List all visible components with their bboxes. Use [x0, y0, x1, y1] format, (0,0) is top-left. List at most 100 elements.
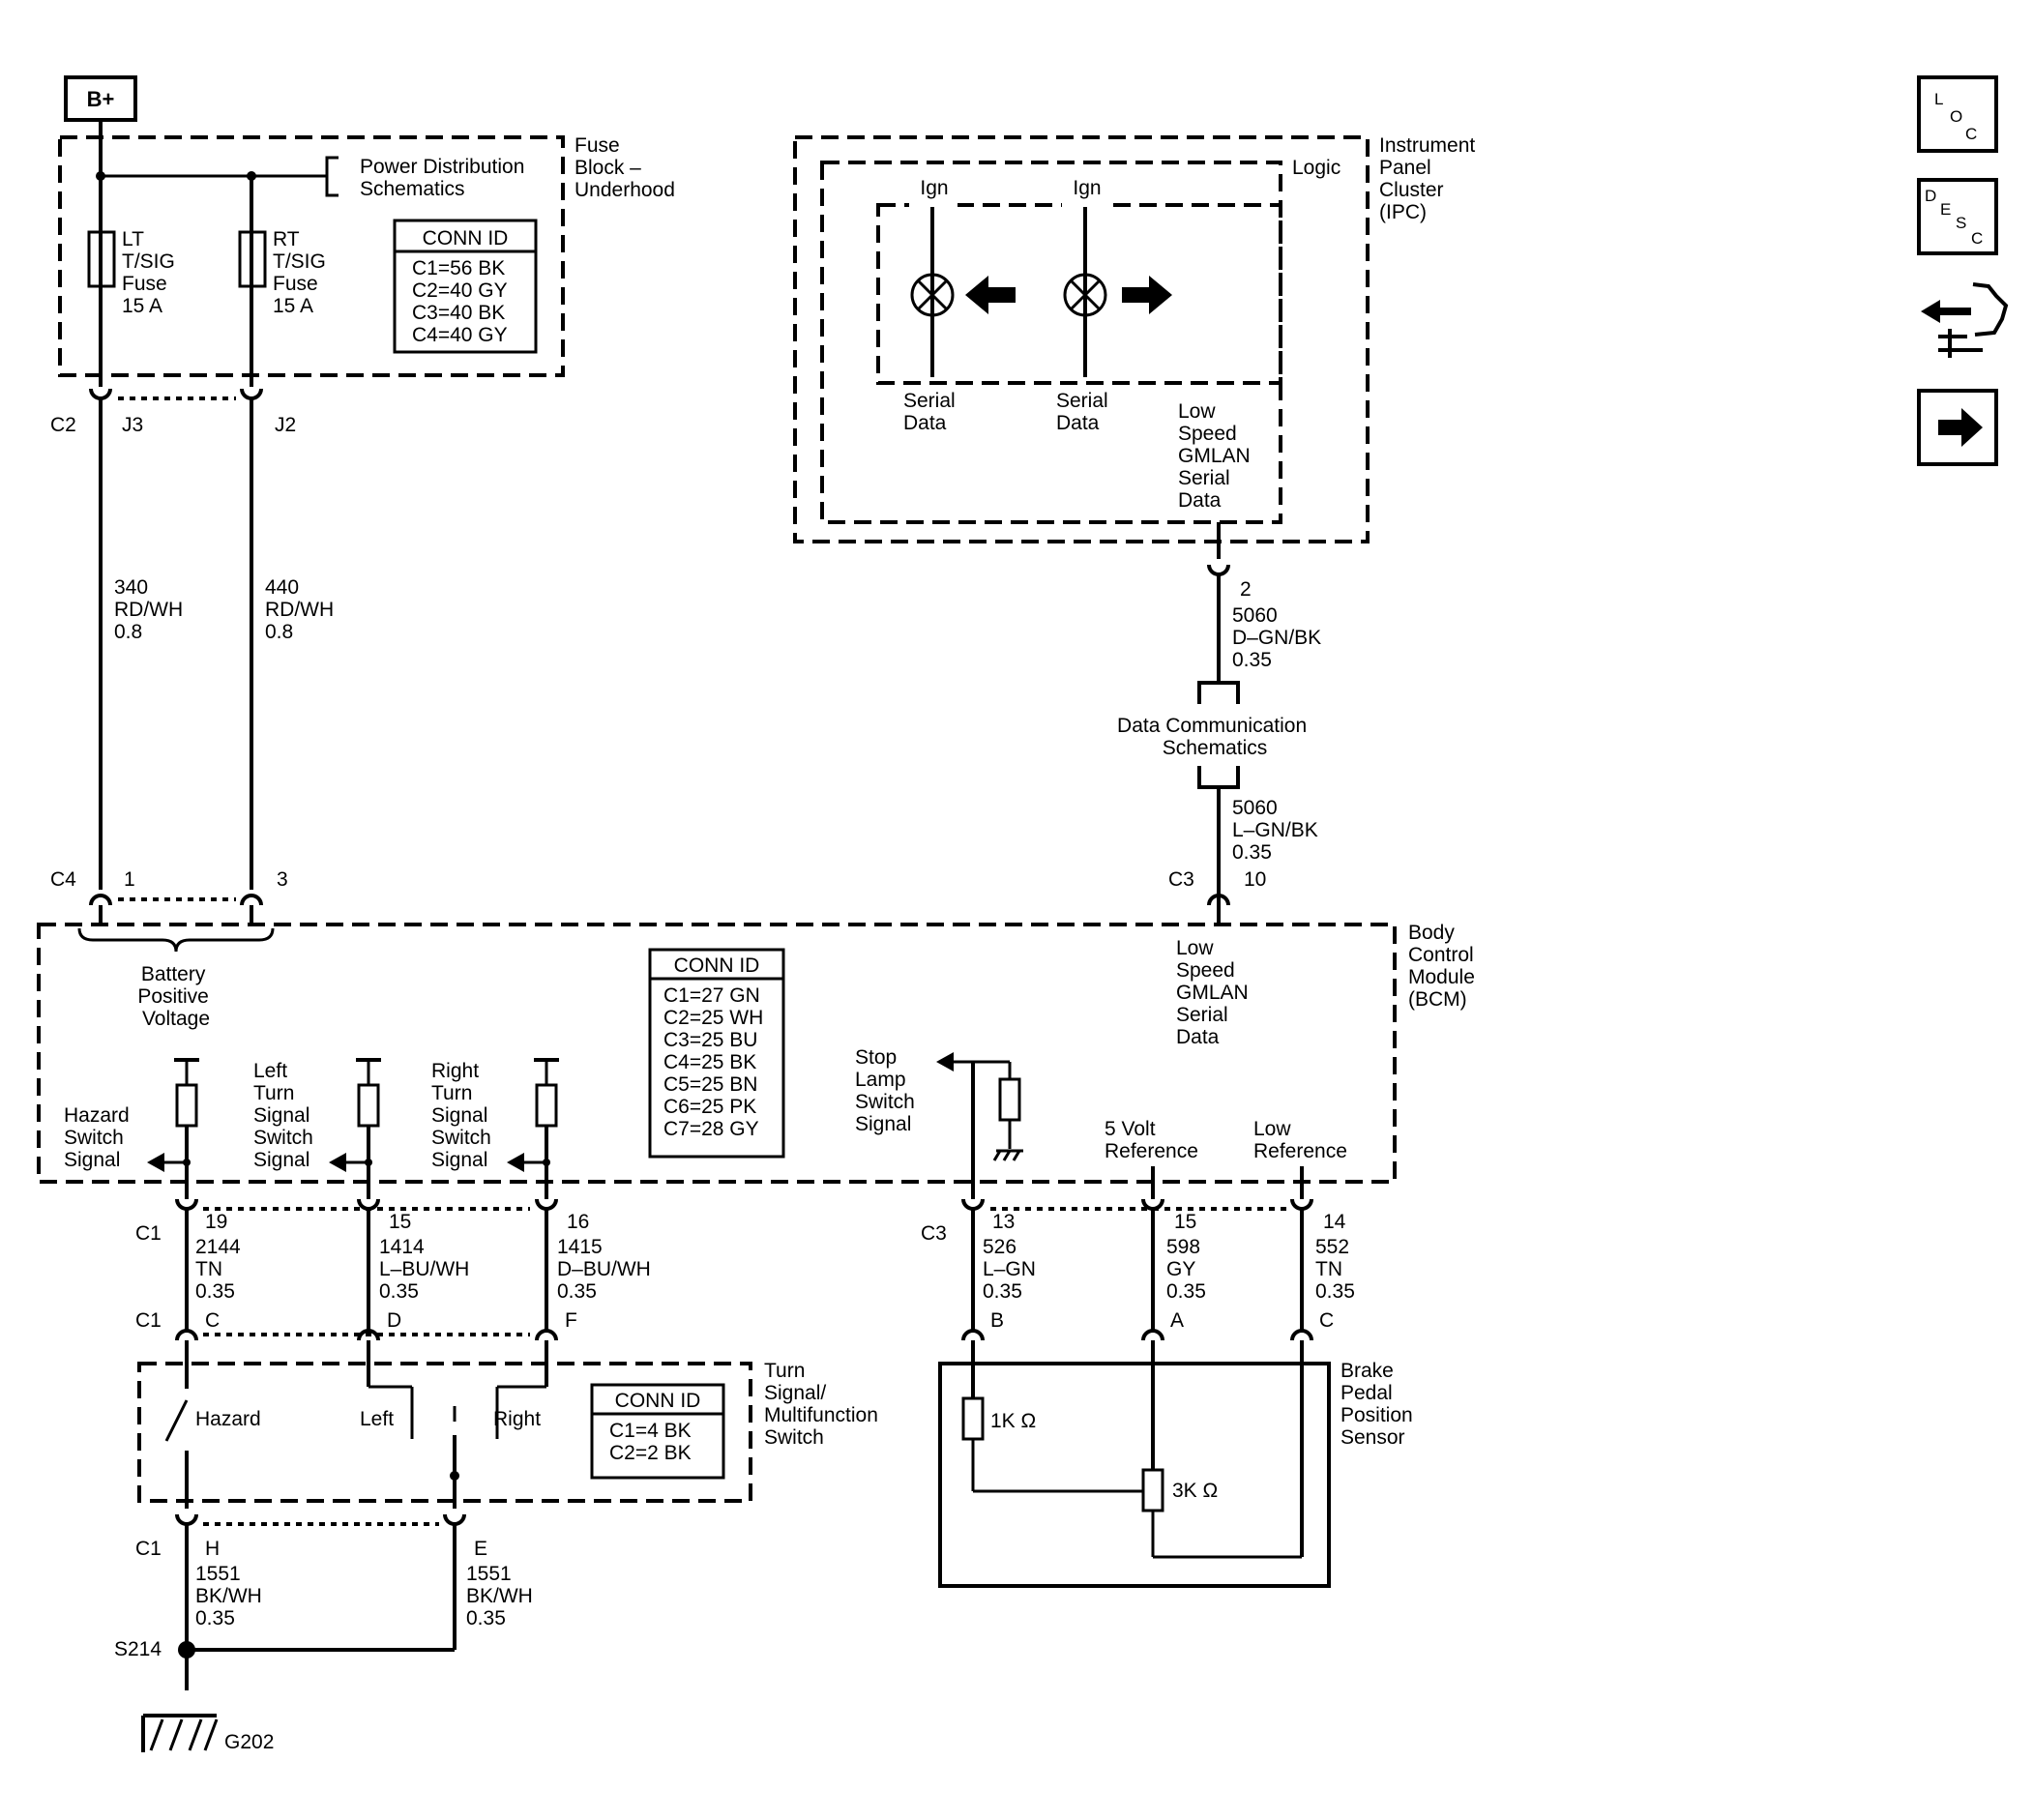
pin-c4: C4 — [50, 868, 76, 891]
fuse-conn-id-title: CONN ID — [423, 227, 509, 250]
brake-sensor-title: Brake Pedal Position Sensor — [1341, 1360, 1419, 1449]
right-switch-contact — [495, 1340, 548, 1439]
pin-j2: J2 — [275, 414, 296, 436]
bcm-gmlan-label: Low Speed GMLAN Serial Data — [1176, 937, 1254, 1048]
wire-440-label: 440 RD/WH 0.8 — [265, 576, 339, 643]
wire-340-label: 340 RD/WH 0.8 — [114, 576, 189, 643]
connector-c2-j2 — [240, 388, 263, 400]
switch-conn-id-rows: C1=4 BK C2=2 BK — [609, 1420, 696, 1464]
ipc-gmlan-label: Low Speed GMLAN Serial Data — [1178, 400, 1256, 512]
brake-sensor-circuit — [961, 1340, 1304, 1559]
left-switch-contact — [367, 1340, 414, 1439]
ipc-title: Instrument Panel Cluster (IPC) — [1379, 134, 1481, 223]
rt-fuse-label: RT T/SIG Fuse 15 A — [273, 228, 332, 317]
ipc-logic-label: Logic — [1292, 157, 1341, 179]
common-switch-contact — [450, 1406, 459, 1509]
splice-s214 — [178, 1641, 195, 1659]
pin-c3-top: C3 — [1168, 868, 1194, 891]
switch-conn-id-table — [590, 1383, 725, 1480]
pin-19: 19 — [205, 1211, 227, 1233]
low-reference-label: Low Reference — [1253, 1118, 1347, 1162]
lt-fuse-label: LT T/SIG Fuse 15 A — [122, 228, 181, 317]
svg-text:O: O — [1950, 107, 1962, 126]
ign-label-mask — [909, 195, 958, 217]
multifunction-switch-outline — [137, 1362, 752, 1503]
pin-c1-switch: C1 — [135, 1309, 162, 1332]
fuse-conn-id-rows: C1=56 BK C2=40 GY C3=40 BK C4=40 GY — [412, 257, 513, 346]
right-turn-signal-label: Right Turn Signal Switch Signal — [431, 1060, 497, 1171]
wire-526-label: 526 L–GN 0.35 — [983, 1236, 1042, 1303]
switch-top-connectors — [175, 1329, 558, 1341]
wire-5060-lower-label: 5060 L–GN/BK 0.35 — [1232, 797, 1324, 864]
pin-h: H — [205, 1538, 220, 1560]
resistor-1k-label: 1K Ω — [990, 1410, 1036, 1432]
multifunction-switch-title: Turn Signal/ Multifunction Switch — [764, 1360, 884, 1449]
svg-text:L: L — [1934, 90, 1943, 108]
brake-sensor-outline — [938, 1362, 1331, 1588]
sensor-top-connectors — [961, 1329, 1313, 1341]
dcs-bracket-top — [1197, 681, 1240, 704]
five-volt-reference-label: 5 Volt Reference — [1105, 1118, 1198, 1162]
stop-lamp-signal-label: Stop Lamp Switch Signal — [855, 1046, 921, 1135]
resistor-3k-label: 3K Ω — [1172, 1480, 1218, 1502]
pin-a: A — [1170, 1309, 1184, 1332]
svg-text:C: C — [1971, 229, 1983, 248]
left-arrow-icon — [965, 276, 1016, 314]
location-icon[interactable]: L O C — [1917, 75, 1998, 153]
ipc-outline — [793, 135, 1370, 543]
right-turn-lamp-icon — [1063, 273, 1107, 317]
fuse-conn-id-table — [393, 219, 538, 354]
wire-1551-h-label: 1551 BK/WH 0.35 — [195, 1563, 268, 1629]
bcm-conn-id-title: CONN ID — [674, 954, 760, 977]
hazard-signal-label: Hazard Switch Signal — [64, 1104, 135, 1171]
wire-2144-label: 2144 TN 0.35 — [195, 1236, 247, 1303]
svg-text:D: D — [1925, 187, 1936, 205]
ipc-lamp-group — [876, 203, 1282, 385]
description-icon[interactable]: D E S C — [1917, 178, 1998, 255]
ipc-pin-2: 2 — [1240, 578, 1252, 601]
next-arrow-icon[interactable] — [1917, 389, 1998, 466]
wire-5060-upper-label: 5060 D–GN/BK 0.35 — [1232, 604, 1327, 671]
pin-13: 13 — [992, 1211, 1015, 1233]
pds-label: Power Distribution Schematics — [360, 156, 530, 200]
pin-e: E — [474, 1538, 487, 1560]
wire-552-label: 552 TN 0.35 — [1315, 1236, 1355, 1303]
splice-label: S214 — [114, 1638, 162, 1660]
switch-bottom-connectors — [175, 1513, 466, 1526]
right-turn-pullup — [507, 1058, 559, 1199]
pin-16: 16 — [567, 1211, 589, 1233]
right-contact-label: Right — [493, 1408, 541, 1430]
wire-1414-label: 1414 L–BU/WH 0.35 — [379, 1236, 475, 1303]
serial-label-mask — [898, 385, 975, 433]
battery-brace — [77, 927, 275, 953]
wire-1415-label: 1415 D–BU/WH 0.35 — [557, 1236, 657, 1303]
ipc-connector-2 — [1207, 564, 1230, 576]
svg-text:E: E — [1940, 200, 1951, 219]
pin-15-c3: 15 — [1174, 1211, 1196, 1233]
pin-d: D — [387, 1309, 401, 1332]
bcm-connector-c3-10 — [1207, 894, 1230, 906]
bplus-label: B+ — [87, 87, 115, 111]
pin-c1-bottom: C1 — [135, 1538, 162, 1560]
serial-label-mask — [1050, 385, 1128, 433]
dcs-bracket-bottom — [1197, 766, 1240, 789]
bcm-conn-id-table — [648, 948, 785, 1159]
left-contact-label: Left — [360, 1408, 394, 1430]
pin-f: F — [565, 1309, 577, 1332]
bcm-outline — [37, 923, 1397, 1184]
diagnostic-connector-icon[interactable] — [1921, 282, 2009, 358]
hazard-switch-contact — [164, 1340, 189, 1509]
svg-text:S: S — [1956, 214, 1966, 232]
bcm-title: Body Control Module (BCM) — [1408, 922, 1481, 1011]
bcm-connector-c4-1 — [89, 894, 112, 906]
dcs-label: Data Communication Schematics — [1117, 715, 1312, 759]
pin-b: B — [990, 1309, 1004, 1332]
right-arrow-icon — [1122, 276, 1172, 314]
serial-data-left-label: Serial Data — [903, 390, 961, 434]
switch-conn-id-title: CONN ID — [615, 1390, 701, 1412]
pin-1: 1 — [124, 868, 135, 891]
bus-junction — [96, 171, 105, 181]
fuse-block-outline — [58, 135, 565, 377]
left-turn-signal-label: Left Turn Signal Switch Signal — [253, 1060, 319, 1171]
